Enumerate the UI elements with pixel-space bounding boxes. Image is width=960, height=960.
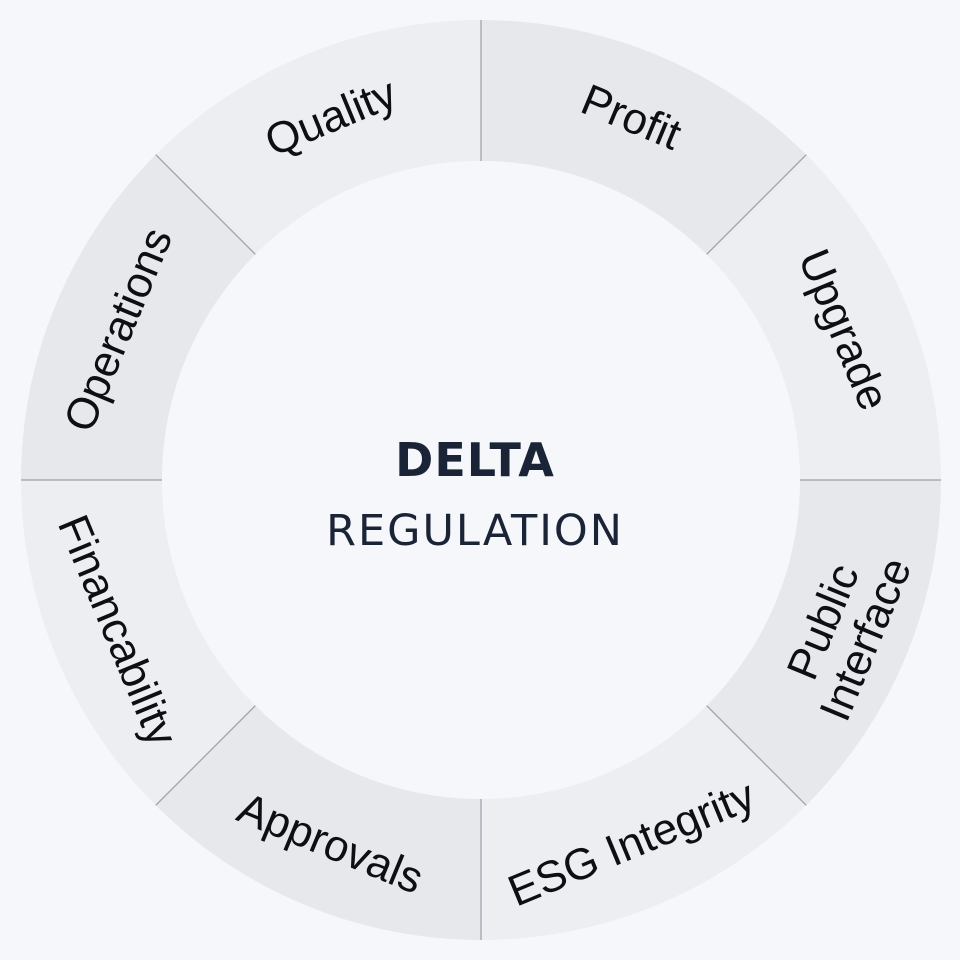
ring-segment (21, 480, 256, 806)
ring-segment (481, 705, 807, 940)
segment-dividers (21, 20, 941, 940)
segment-divider (706, 154, 807, 255)
ring-segment (155, 705, 481, 940)
ring-segment (481, 20, 807, 255)
ring-segment (21, 154, 256, 480)
segment-divider (155, 154, 256, 255)
center-title: DELTA (395, 433, 555, 487)
ring-segment (706, 154, 941, 480)
segment-divider (706, 705, 807, 806)
ring-segment (706, 480, 941, 806)
segment-divider (155, 705, 256, 806)
ring-segment (155, 20, 481, 255)
center-subtitle: REGULATION (326, 506, 624, 556)
ring-segments (21, 20, 941, 940)
center-disc (162, 161, 800, 799)
